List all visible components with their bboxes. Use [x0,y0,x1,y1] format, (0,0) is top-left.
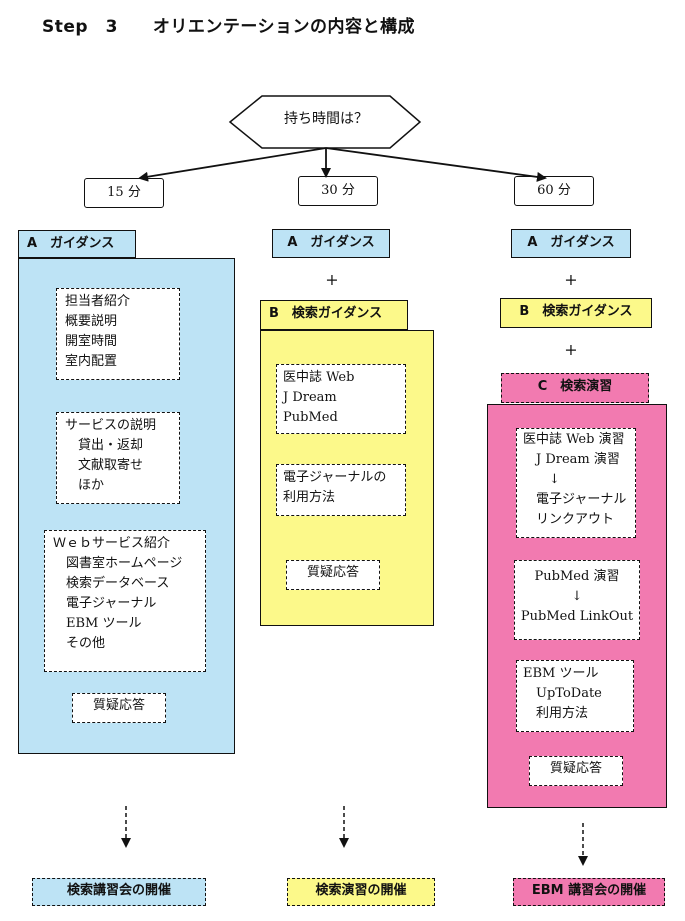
plus-30: + [325,270,339,289]
decision-label: 持ち時間は？ [284,111,368,127]
exercise-box-60: 医中誌 Web 演習 J Dream 演習 ↓ 電子ジャーナル リンクアウト [516,428,636,538]
plus-60-1: + [564,270,578,289]
result-15: 検索講習会の開催 [32,878,206,906]
plus-60-2: + [564,340,578,359]
arrow-to-60 [325,147,547,182]
qa-box-30: 質疑応答 [286,560,380,590]
search-guidance-b-60: B 検索ガイダンス [500,298,652,328]
search-exercise-tab-60: C 検索演習 [501,373,649,403]
pubmed-box-60: PubMed 演習 ↓ PubMed LinkOut [514,560,640,640]
guidance-tab-15: A ガイダンス [18,230,136,258]
duration-30: 30 分 [298,176,378,206]
duration-60: 60 分 [514,176,594,206]
result-60: EBM 講習会の開催 [513,878,665,906]
result-30: 検索演習の開催 [287,878,435,906]
page-title: Step 3 オリエンテーションの内容と構成 [42,17,416,37]
search-guidance-tab-30: B 検索ガイダンス [260,300,408,330]
duration-15: 15 分 [84,178,164,208]
ebm-tools-box-60: EBM ツール UpToDate 利用方法 [516,660,634,732]
service-explanation-box: サービスの説明 貸出・返却 文献取寄せ ほか [56,412,180,504]
guidance-a-30: A ガイダンス [272,229,390,258]
guidance-a-60: A ガイダンス [511,229,631,258]
databases-box-30: 医中誌 Web J Dream PubMed [276,364,406,434]
qa-box-60: 質疑応答 [529,756,623,786]
web-services-box: Ｗｅｂサービス紹介 図書室ホームページ 検索データベース 電子ジャーナル EBM… [44,530,206,672]
ejournal-box-30: 電子ジャーナルの 利用方法 [276,464,406,516]
decision-hexagon [228,95,422,149]
arrow-to-15 [138,147,327,182]
qa-box-15: 質疑応答 [72,693,166,723]
staff-overview-box: 担当者紹介 概要説明 開室時間 室内配置 [56,288,180,380]
